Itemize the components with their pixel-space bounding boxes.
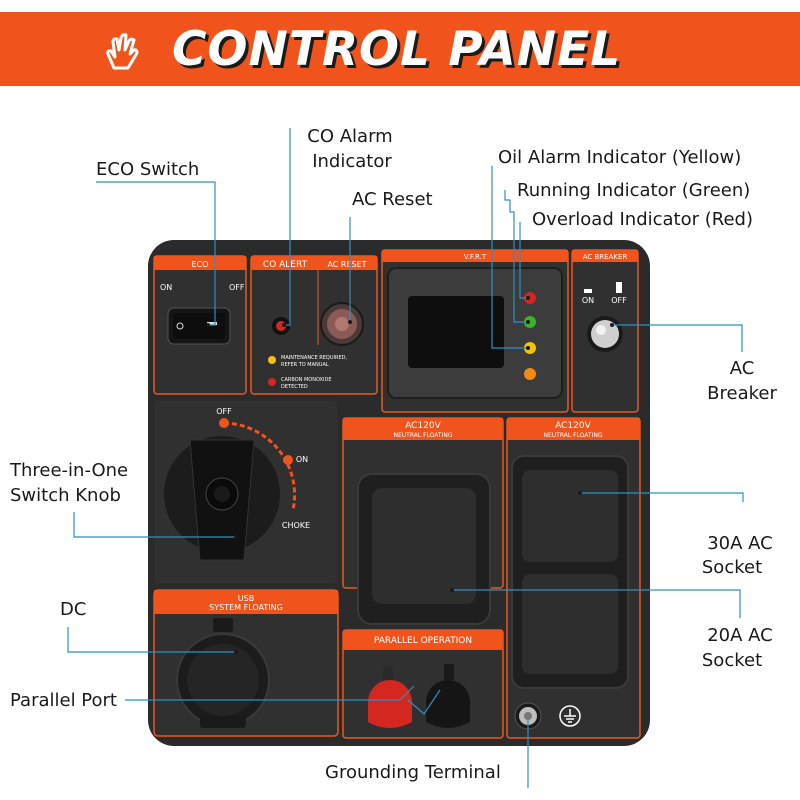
vfrt-section: V.F.R.T	[381, 249, 569, 413]
callout-dots	[206, 296, 614, 654]
eco-on-label: ON	[160, 283, 172, 292]
breaker-off-label: OFF	[611, 296, 627, 305]
ac-reset-label: AC Reset	[352, 189, 433, 210]
dc-label: DC	[60, 599, 87, 620]
eco-header: ECO	[192, 260, 209, 269]
socket-20a-label-line2: Socket	[701, 650, 763, 671]
title-banner: CONTROL PANEL	[0, 12, 800, 86]
ground-symbol-icon	[559, 705, 581, 727]
co-alarm-label-line1: CO Alarm	[307, 126, 393, 147]
breaker-on-label: ON	[582, 296, 594, 305]
eco-switch-label: ECO Switch	[96, 159, 200, 180]
parallel-operation-header: PARALLEL OPERATION	[374, 636, 472, 646]
parallel-section: PARALLEL OPERATION	[342, 629, 504, 739]
neutral-right: NEUTRAL FLOATING	[543, 432, 602, 439]
running-label: Running Indicator (Green)	[517, 180, 751, 201]
ac-reset-header: AC RESET	[327, 260, 366, 269]
usb-header: USB	[238, 594, 254, 603]
maint-line2: REFER TO MANUAL	[281, 362, 329, 368]
parallel-port-label: Parallel Port	[10, 690, 117, 711]
eco-section: ECO ON OFF	[153, 255, 247, 395]
knob-choke-label: CHOKE	[282, 521, 310, 530]
orange-led	[524, 368, 536, 380]
socket-20a-section: AC120V NEUTRAL FLOATING	[342, 417, 504, 625]
neutral-left: NEUTRAL FLOATING	[393, 432, 452, 439]
co-alert-section: CO ALERT AC RESET MAINTENANCE REQUIRED, …	[250, 255, 378, 395]
parallel-port-black[interactable]	[426, 680, 470, 728]
oil-alarm-label: Oil Alarm Indicator (Yellow)	[498, 147, 742, 168]
ac-breaker-label-line2: Breaker	[707, 383, 777, 404]
ac-breaker-section: AC BREAKER ON OFF	[571, 249, 639, 413]
parallel-port-red[interactable]	[368, 680, 412, 728]
co-line1: CARBON MONOXIDE	[281, 377, 332, 383]
knob-off-label: OFF	[216, 407, 232, 416]
system-floating-header: SYSTEM FLOATING	[209, 603, 283, 612]
knob-on-label: ON	[296, 455, 308, 464]
usb-section: USB SYSTEM FLOATING	[153, 589, 339, 737]
co-alarm-label-line2: Indicator	[312, 151, 392, 172]
co-alert-header: CO ALERT	[263, 260, 308, 270]
hand-tap-icon	[106, 33, 139, 70]
overload-label: Overload Indicator (Red)	[532, 209, 753, 230]
co-line2: DETECTED	[281, 384, 308, 390]
ac120-left: AC120V	[405, 421, 441, 431]
socket-30a-label-line1: 30A AC	[707, 533, 773, 554]
ac-breaker-header: AC BREAKER	[583, 253, 628, 261]
socket-20a-label-line1: 20A AC	[707, 625, 773, 646]
grounding-terminal-label: Grounding Terminal	[325, 762, 501, 783]
vfrt-display	[408, 296, 504, 368]
maint-line1: MAINTENANCE REQUIRED,	[281, 355, 347, 361]
ac120-right: AC120V	[555, 421, 591, 431]
eco-off-label: OFF	[229, 283, 245, 292]
socket-30a-section: AC120V NEUTRAL FLOATING	[506, 417, 641, 739]
knob-section: OFF ON CHOKE	[153, 399, 339, 585]
ac-breaker-label-line1: AC	[729, 358, 755, 379]
three-in-one-label-line2: Switch Knob	[10, 485, 121, 506]
page-title: CONTROL PANEL	[172, 22, 622, 77]
socket-30a-label-line2: Socket	[701, 557, 763, 578]
callout-lines	[67, 128, 744, 788]
vfrt-header: V.F.R.T	[464, 253, 487, 261]
three-in-one-label-line1: Three-in-One	[10, 460, 129, 481]
